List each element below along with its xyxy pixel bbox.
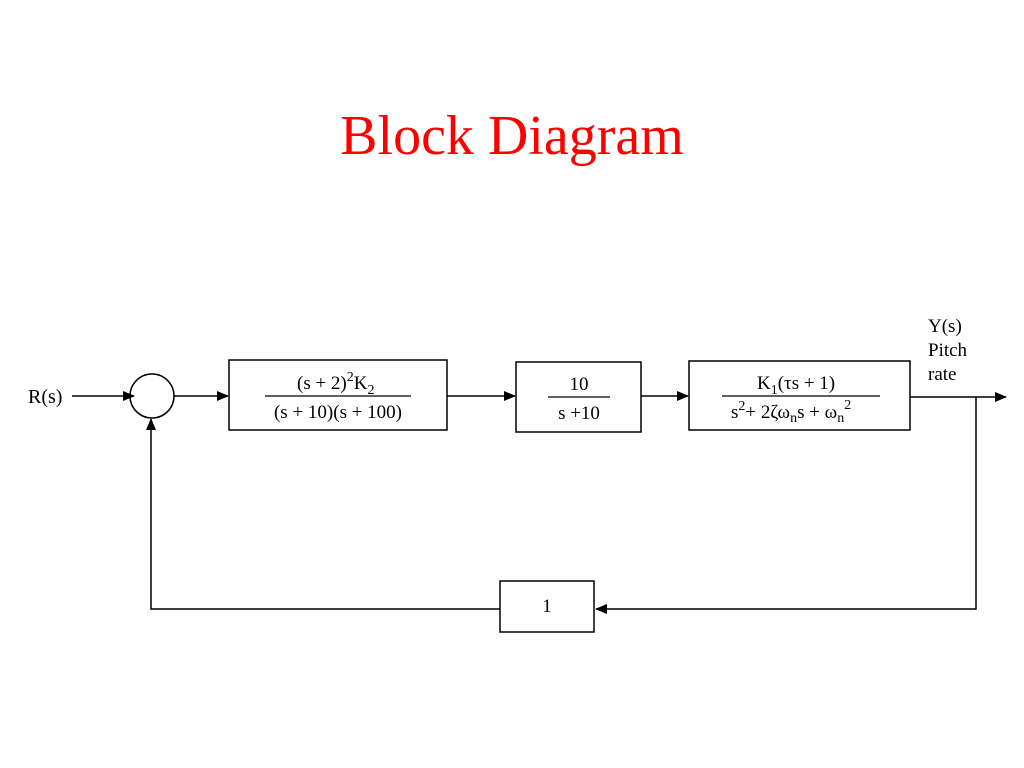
slide-title: Block Diagram xyxy=(340,105,684,167)
block3-numerator: K1(τs + 1) xyxy=(757,373,835,398)
feedback-block-label: 1 xyxy=(542,596,552,617)
transfer-block-3: K1(τs + 1) s2+ 2ζωns + ωn2 xyxy=(688,360,911,431)
block2-numerator: 10 xyxy=(570,374,589,395)
output-label: Y(s) Pitch rate xyxy=(928,316,972,385)
transfer-block-2: 10 s +10 xyxy=(515,361,642,433)
block1-numerator: (s + 2)2K2 xyxy=(297,370,375,398)
transfer-block-1: (s + 2)2K2 (s + 10)(s + 100) xyxy=(228,359,448,431)
feedback-block: 1 xyxy=(499,580,595,633)
input-label: R(s) xyxy=(28,386,62,408)
feedback-to-sum-line xyxy=(146,418,500,610)
block3-denominator: s2+ 2ζωns + ωn2 xyxy=(731,398,851,426)
feedback-return-line xyxy=(595,397,977,614)
block2-denominator: s +10 xyxy=(558,403,600,424)
block1-denominator: (s + 10)(s + 100) xyxy=(274,402,402,423)
summing-junction xyxy=(129,373,175,419)
